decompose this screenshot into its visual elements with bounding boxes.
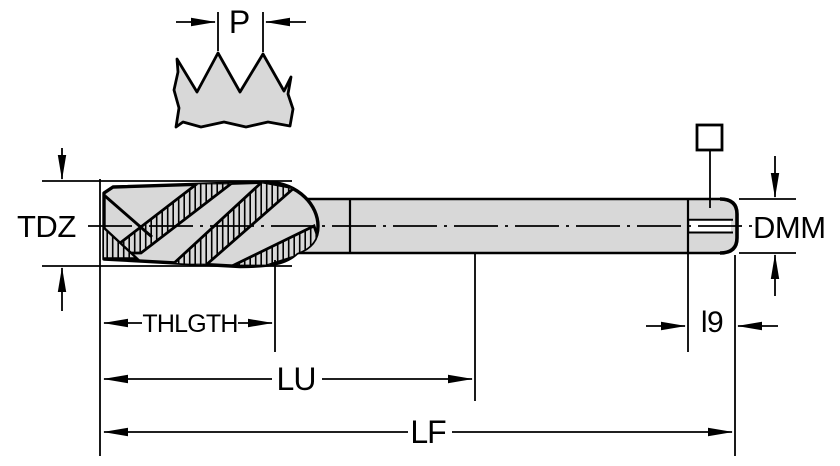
square-length-label: l9	[701, 306, 723, 339]
tip-flute-edge	[104, 194, 153, 239]
pitch-label: P	[229, 4, 249, 40]
overall-length-label: LF	[410, 414, 446, 450]
l9-dimension: l9	[646, 306, 778, 339]
thread-profile-shape	[172, 51, 295, 129]
shank-diameter-label: DMM	[753, 210, 826, 245]
thread-profile-detail: P	[172, 4, 306, 129]
lf-dimension: LF	[103, 414, 733, 450]
dmm-dimension: DMM	[739, 156, 826, 296]
length-extension-lines	[99, 179, 736, 456]
tdz-dimension: TDZ	[17, 148, 292, 311]
thread-diameter-label: TDZ	[17, 209, 76, 244]
square-icon	[695, 123, 724, 152]
square-drive-symbol	[695, 123, 724, 208]
head-flute-texture	[104, 182, 318, 267]
thlgth-dimension: THLGTH	[103, 310, 273, 338]
tap-head	[102, 180, 320, 269]
lu-dimension: LU	[103, 361, 473, 397]
usable-length-label: LU	[277, 361, 316, 397]
thread-length-label: THLGTH	[142, 310, 237, 338]
tip-hatch	[104, 223, 141, 260]
pitch-dimension: P	[176, 4, 306, 52]
